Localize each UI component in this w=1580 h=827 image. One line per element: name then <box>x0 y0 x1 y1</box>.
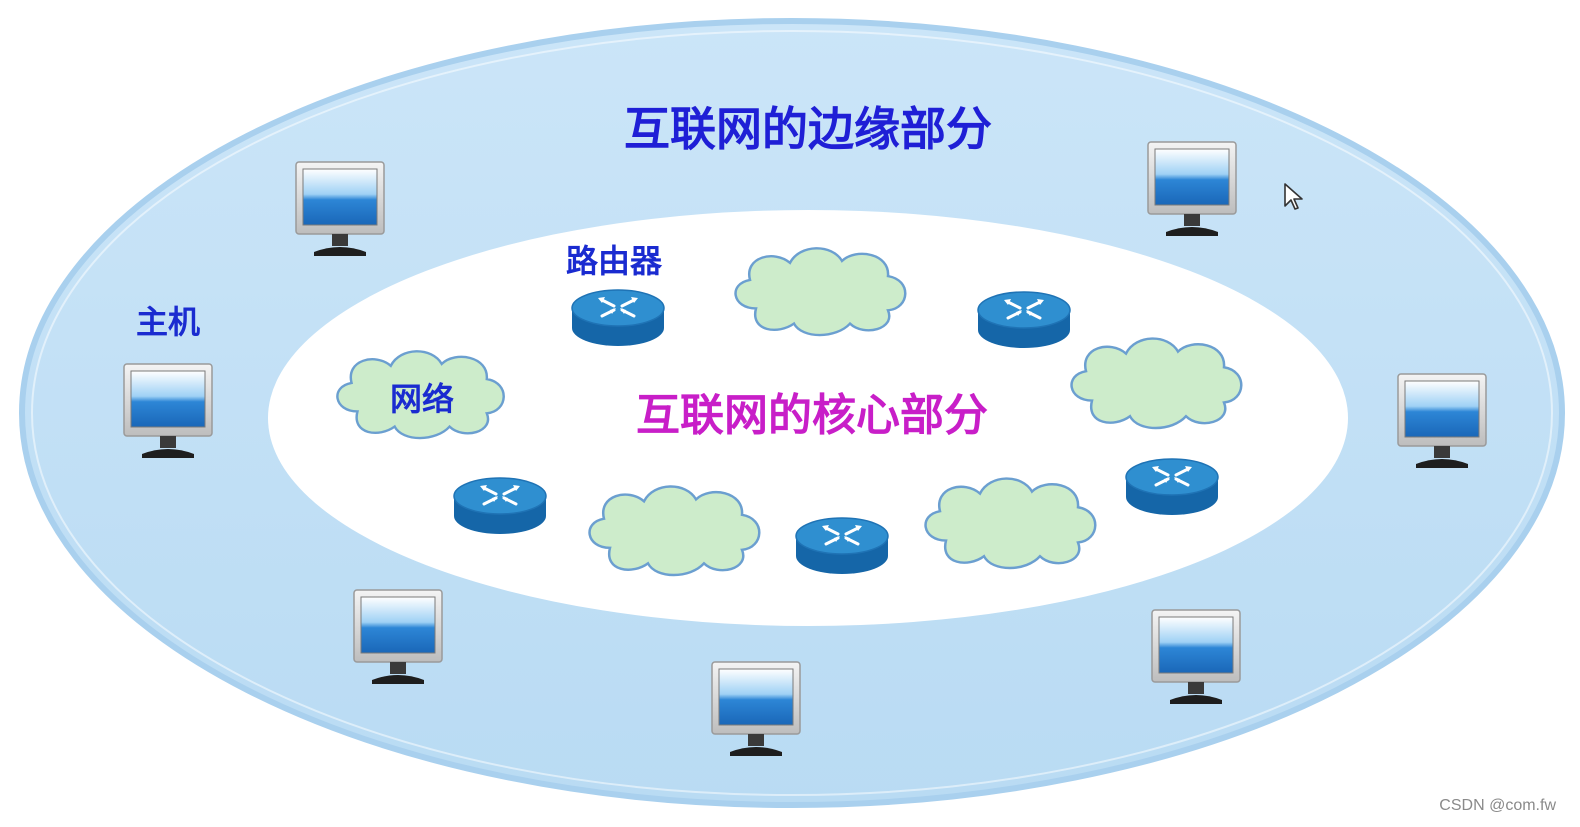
router-icon <box>570 288 666 348</box>
router-icon <box>452 476 548 536</box>
router-icon <box>794 516 890 576</box>
router-icon <box>976 290 1072 350</box>
cloud-icon <box>734 247 907 337</box>
cloud-icon <box>588 485 761 577</box>
watermark: CSDN @com.fw <box>1439 797 1556 814</box>
network-label: 网络 <box>390 380 454 418</box>
cloud-icon <box>1070 337 1243 430</box>
core-title: 互联网的核心部分 <box>636 390 988 441</box>
router-label: 路由器 <box>566 242 663 280</box>
cloud-icon <box>924 477 1097 570</box>
host-label: 主机 <box>136 303 200 341</box>
edge-title: 互联网的边缘部分 <box>624 102 992 156</box>
cursor-icon <box>1284 183 1303 210</box>
router-icon <box>1124 457 1220 517</box>
